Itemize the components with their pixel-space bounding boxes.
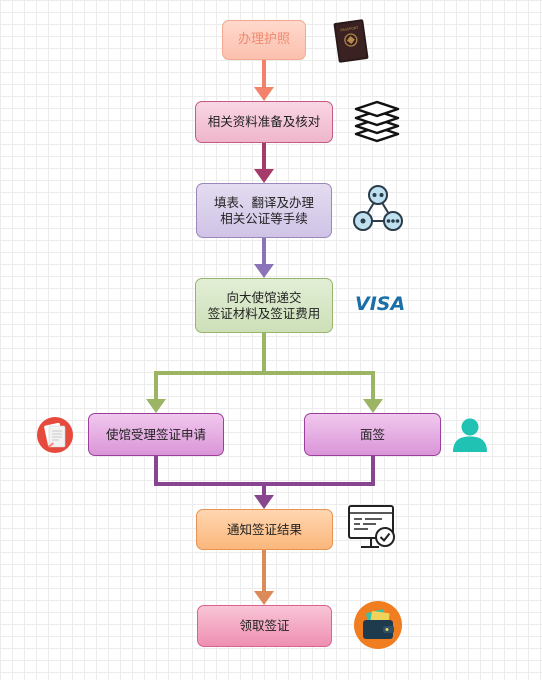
step-fill-forms: 填表、翻译及办理 相关公证等手续 xyxy=(196,183,332,238)
step-prepare-documents: 相关资料准备及核对 xyxy=(195,101,333,143)
network-nodes-icon xyxy=(353,185,403,231)
passport-cover-text: PASSPORT xyxy=(340,26,359,33)
step-label-line2: 相关公证等手续 xyxy=(220,210,308,226)
connector-submit-to-branches xyxy=(146,333,383,413)
step-label: 领取签证 xyxy=(239,618,290,633)
step-notify-result: 通知签证结果 xyxy=(196,509,333,550)
monitor-check-icon xyxy=(348,505,395,548)
arrow-passport-to-prepare xyxy=(254,60,274,101)
arrow-prepare-to-fill xyxy=(254,143,274,183)
step-label: 面签 xyxy=(359,426,385,442)
connector-branches-to-notify xyxy=(154,456,375,509)
step-apply-passport: 办理护照 xyxy=(222,20,306,60)
step-label-line2: 签证材料及签证费用 xyxy=(207,305,321,321)
step-label: 使馆受理签证申请 xyxy=(105,426,206,442)
step-interview: 面签 xyxy=(304,413,441,456)
step-submit-to-embassy: 向大使馆递交 签证材料及签证费用 xyxy=(195,278,333,333)
stacked-layers-icon xyxy=(354,100,400,143)
wallet-icon xyxy=(354,601,402,649)
arrow-fill-to-submit xyxy=(254,238,274,278)
step-label: 相关资料准备及核对 xyxy=(207,114,321,129)
step-label: 办理护照 xyxy=(237,32,290,47)
document-icon xyxy=(37,417,73,453)
step-collect-visa: 领取签证 xyxy=(197,605,332,647)
step-label-line1: 向大使馆递交 xyxy=(226,289,302,305)
person-icon xyxy=(453,418,487,452)
step-label-line1: 填表、翻译及办理 xyxy=(213,194,314,210)
arrow-notify-to-collect xyxy=(254,550,274,605)
step-label: 通知签证结果 xyxy=(226,521,302,537)
step-embassy-accepts: 使馆受理签证申请 xyxy=(88,413,224,456)
visa-logo: VISA xyxy=(355,293,406,315)
passport-icon: PASSPORT xyxy=(333,19,369,63)
